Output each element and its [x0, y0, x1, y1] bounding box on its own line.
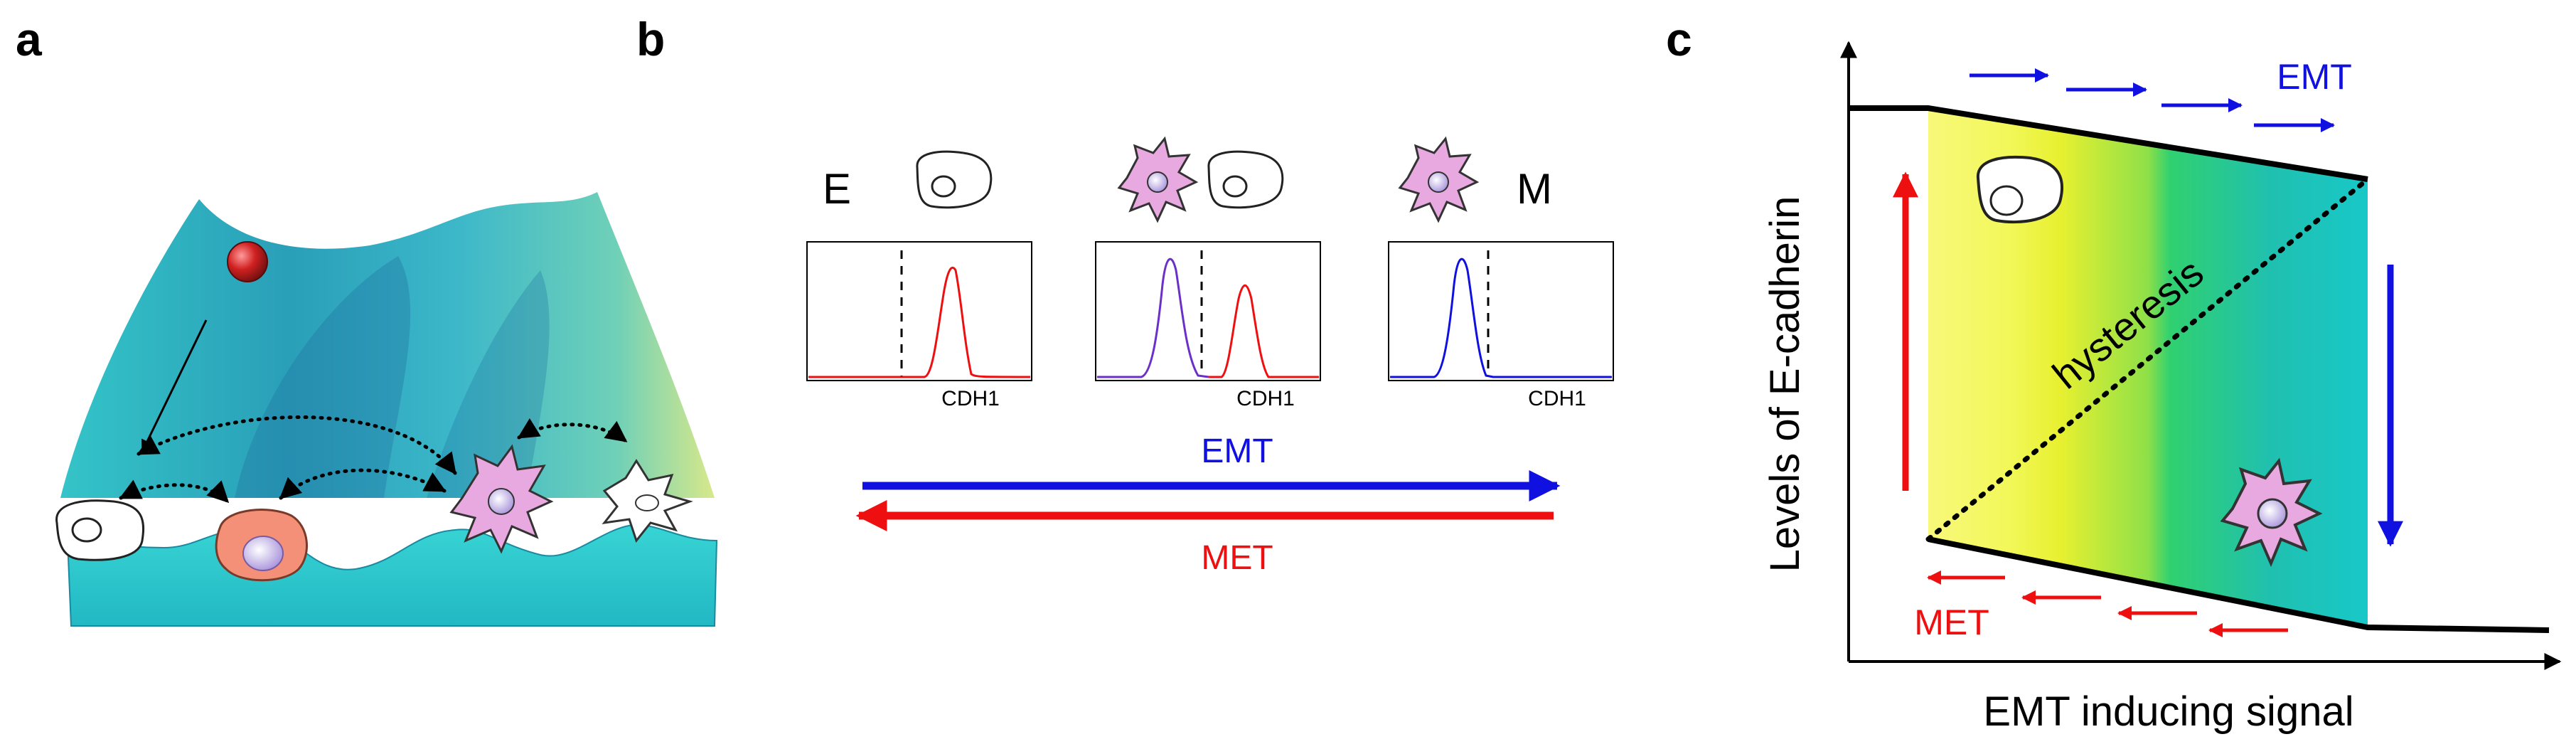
x-axis-label: EMT inducing signal — [1983, 689, 2353, 735]
landscape-front — [66, 524, 718, 627]
histogram-frame — [1095, 241, 1321, 381]
white-mesenchymal-cell-icon — [602, 459, 693, 543]
y-axis-label: Levels of E-cadherin — [1762, 196, 1808, 573]
mesenchymal-cell-icon — [1117, 136, 1199, 223]
histogram-mesenchymal: CDH1 — [1388, 241, 1614, 410]
hybrid-cell-icon — [215, 509, 308, 582]
epithelial-cell-icon — [916, 150, 993, 209]
panel-c-emt-label: EMT — [2277, 57, 2352, 97]
cdh1-low-peak — [1390, 257, 1612, 378]
histogram-xlabel: CDH1 — [941, 387, 1000, 410]
epithelial-cell-icon — [1207, 150, 1284, 209]
mesenchymal-cell-icon — [1398, 136, 1480, 223]
cdh1-high-peak — [1209, 284, 1319, 378]
histogram-epithelial: CDH1 — [806, 241, 1032, 410]
descent-arrow — [141, 319, 208, 453]
cdh1-high-peak — [808, 266, 1031, 378]
mesenchymal-cell-icon — [2220, 457, 2323, 568]
ball-icon — [227, 241, 268, 282]
lower-branch — [1928, 536, 2550, 633]
mesenchymal-cell-icon — [449, 444, 554, 554]
epithelial-cell-icon — [1976, 155, 2064, 224]
histogram-frame — [1388, 241, 1614, 381]
met-label: MET — [1201, 539, 1273, 577]
cdh1-low-peak — [1097, 257, 1209, 378]
hysteresis-diagonal — [1925, 176, 2371, 542]
emt-label: EMT — [1201, 432, 1273, 470]
state-label-epithelial: E — [823, 165, 851, 213]
panel-c-met-label: MET — [1914, 602, 1989, 642]
upper-branch — [1849, 105, 2368, 182]
panel-b-letter: b — [636, 13, 665, 65]
epigenetic-landscape — [55, 192, 718, 627]
panel-c-letter: c — [1666, 13, 1692, 65]
transition-arrow — [517, 418, 628, 443]
panel-a-letter: a — [16, 13, 43, 65]
state-label-mesenchymal: M — [1517, 165, 1552, 213]
histogram-hybrid: CDH1 — [1095, 241, 1321, 410]
epithelial-cell-icon — [55, 499, 145, 561]
histogram-frame — [806, 241, 1032, 381]
histogram-xlabel: CDH1 — [1236, 387, 1295, 410]
transition-arrow — [137, 415, 457, 475]
histogram-xlabel: CDH1 — [1528, 387, 1586, 410]
transition-arrow — [279, 468, 447, 500]
transition-arrow — [119, 479, 230, 504]
